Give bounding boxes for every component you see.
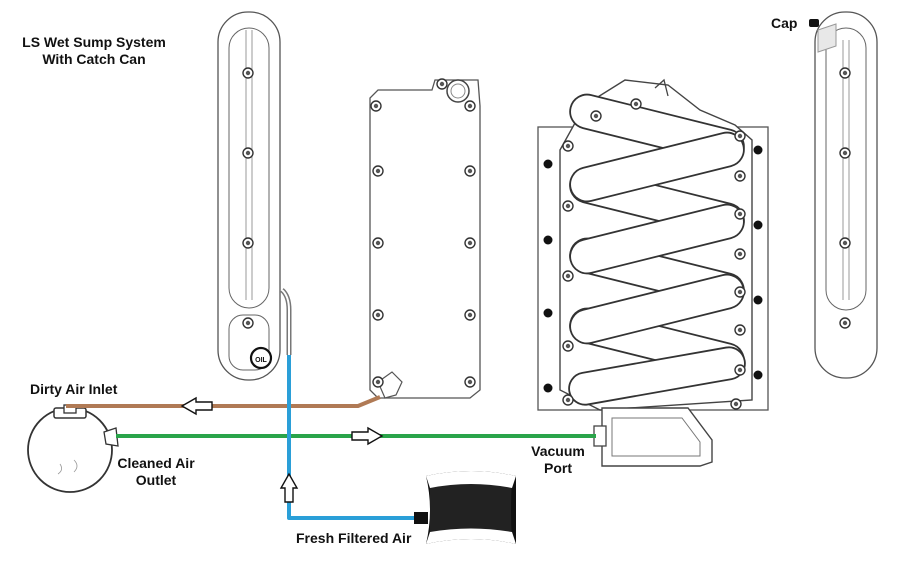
bolt-icon bbox=[464, 165, 476, 177]
vacuum-port-line2: Port bbox=[544, 460, 572, 476]
bolt-icon bbox=[839, 147, 851, 159]
bolt-icon bbox=[562, 270, 574, 282]
bolt-icon bbox=[730, 398, 742, 410]
bolt-icon bbox=[562, 394, 574, 406]
bolt-icon bbox=[734, 248, 746, 260]
bolt-icon bbox=[630, 98, 642, 110]
fresh-filtered-air-label: Fresh Filtered Air bbox=[296, 530, 412, 546]
arrow-icon bbox=[351, 426, 384, 446]
catch-can-outlet bbox=[103, 427, 119, 447]
bolt-icon bbox=[562, 140, 574, 152]
oil-cap-label: OIL bbox=[255, 357, 267, 364]
bolt-icon bbox=[590, 110, 602, 122]
diagram-title: LS Wet Sump System With Catch Can bbox=[14, 34, 174, 68]
valley-cover bbox=[369, 79, 481, 399]
valley-pcv-fitting bbox=[377, 371, 403, 399]
bolt-icon bbox=[464, 100, 476, 112]
arrow-icon bbox=[180, 396, 213, 416]
fresh-air-hose bbox=[287, 355, 420, 520]
bolt-icon bbox=[734, 286, 746, 298]
intake-runners bbox=[568, 93, 746, 406]
cap-plug bbox=[809, 19, 819, 27]
bolt-icon bbox=[370, 100, 382, 112]
bolt-icon bbox=[242, 147, 254, 159]
bolt-icon bbox=[436, 78, 448, 90]
vacuum-port-line1: Vacuum bbox=[531, 443, 585, 459]
bolt-icon bbox=[242, 317, 254, 329]
bolt-icon bbox=[464, 376, 476, 388]
bolt-icon bbox=[372, 309, 384, 321]
cleaned-air-outlet-line1: Cleaned Air bbox=[117, 455, 195, 471]
bolt-icon bbox=[562, 340, 574, 352]
cap-label: Cap bbox=[771, 15, 798, 31]
bolt-icon bbox=[734, 130, 746, 142]
bolt-icon bbox=[242, 67, 254, 79]
vacuum-port-label: Vacuum Port bbox=[522, 443, 594, 477]
intake-manifold bbox=[537, 78, 769, 467]
catch-can bbox=[27, 404, 119, 493]
bolt-icon bbox=[562, 200, 574, 212]
bolt-icon bbox=[242, 237, 254, 249]
bolt-icon bbox=[734, 208, 746, 220]
bolt-icon bbox=[372, 376, 384, 388]
bolt-icon bbox=[372, 165, 384, 177]
cleaned-air-outlet-label: Cleaned Air Outlet bbox=[104, 455, 208, 489]
oil-fill-cap: OIL bbox=[249, 346, 273, 370]
bolt-icon bbox=[464, 309, 476, 321]
diagram-title-line1: LS Wet Sump System bbox=[22, 34, 166, 50]
cleaned-air-outlet-line2: Outlet bbox=[135, 472, 177, 488]
bolt-icon bbox=[734, 170, 746, 182]
bolt-icon bbox=[839, 237, 851, 249]
bolt-icon bbox=[839, 317, 851, 329]
bolt-icon bbox=[464, 237, 476, 249]
breather-cap bbox=[817, 23, 837, 53]
bolt-icon bbox=[839, 67, 851, 79]
bolt-group bbox=[242, 67, 851, 410]
throttle-body-adapter bbox=[593, 407, 713, 467]
right-valve-cover bbox=[809, 11, 878, 379]
manifold-mount-holes bbox=[543, 145, 763, 393]
bolt-icon bbox=[734, 324, 746, 336]
diagram-title-line2: With Catch Can bbox=[42, 51, 146, 67]
dirty-air-hose bbox=[66, 395, 381, 408]
bolt-icon bbox=[734, 364, 746, 376]
dirty-air-inlet-label: Dirty Air Inlet bbox=[30, 381, 118, 397]
filter-neck bbox=[414, 512, 428, 524]
arrow-icon bbox=[279, 472, 299, 503]
bolt-icon bbox=[372, 237, 384, 249]
air-filter bbox=[414, 471, 516, 544]
